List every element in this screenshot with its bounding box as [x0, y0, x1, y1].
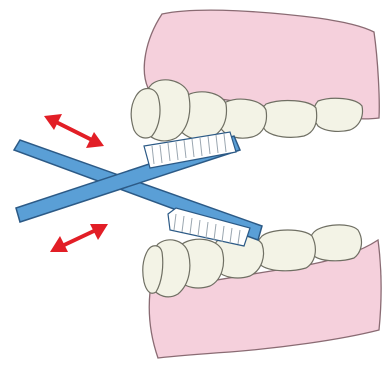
upper-tooth [131, 89, 160, 139]
lower-motion-arrow [50, 224, 108, 252]
upper-motion-arrow [44, 114, 104, 148]
upper-tooth [260, 101, 317, 138]
upper-arrow-shaft [56, 122, 92, 140]
lower-toothbrush [14, 140, 262, 246]
lower-tooth [310, 225, 362, 261]
lower-arrow-shaft [62, 230, 96, 246]
upper-tooth [314, 98, 363, 131]
lower-tooth [256, 230, 315, 271]
